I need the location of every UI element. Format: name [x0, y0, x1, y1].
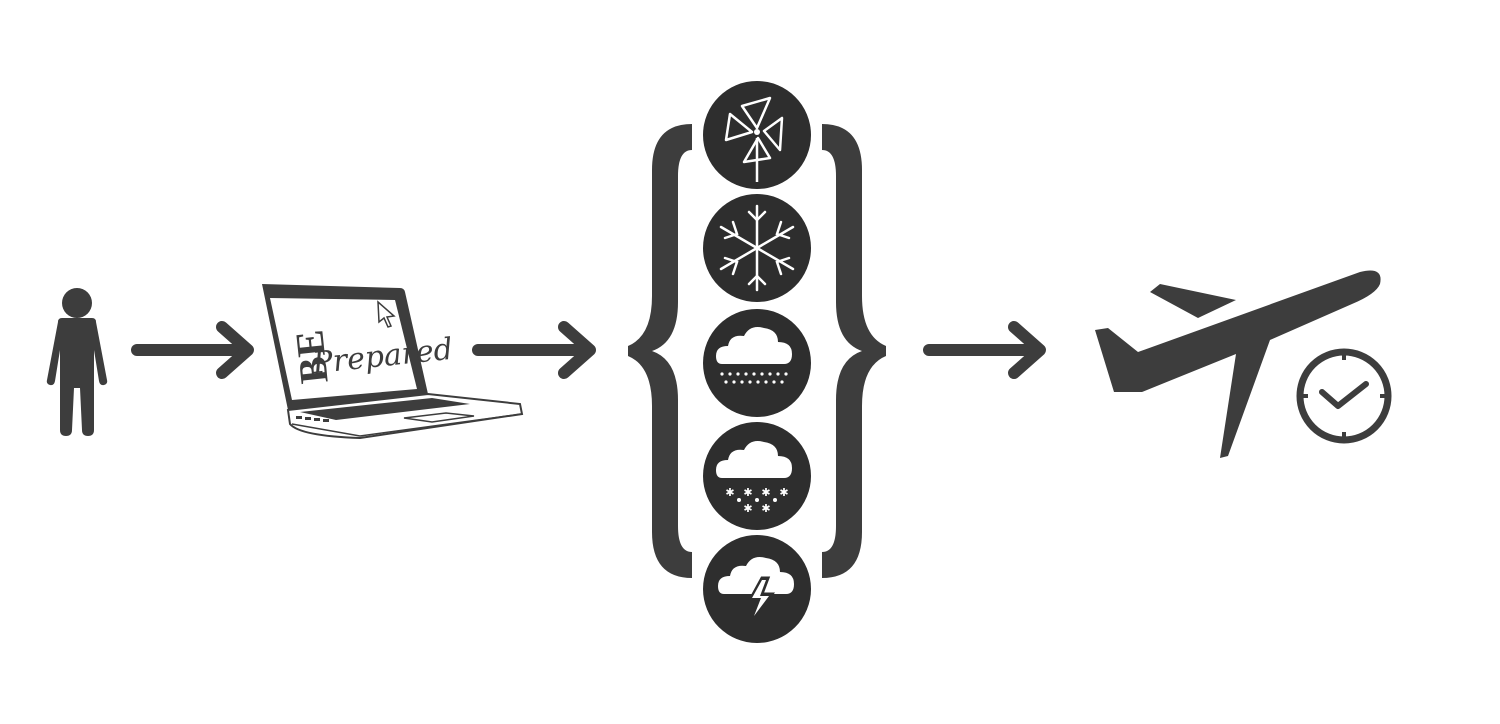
arrow-right-icon — [472, 321, 596, 379]
cloud-rain-icon — [703, 309, 811, 417]
clock-icon — [1296, 348, 1392, 444]
pinwheel-wind-icon — [703, 81, 811, 189]
arrow-right-icon — [923, 321, 1046, 379]
cloud-snow-icon: ✱ ✱ ✱ ✱ ✱ ✱ — [703, 422, 811, 530]
svg-text:✱: ✱ — [761, 486, 770, 499]
svg-text:✱: ✱ — [743, 502, 752, 515]
svg-text:✱: ✱ — [779, 486, 788, 499]
airplane-icon — [1095, 270, 1381, 458]
snowflake-icon — [703, 194, 811, 302]
svg-text:✱: ✱ — [761, 502, 770, 515]
laptop-icon: BE Prepared — [262, 284, 524, 440]
svg-text:✱: ✱ — [743, 486, 752, 499]
svg-text:✱: ✱ — [725, 486, 734, 499]
arrow-right-icon — [131, 321, 254, 379]
person-icon — [46, 288, 108, 436]
logo-be-text: BE — [286, 328, 336, 386]
cursor-icon — [377, 300, 396, 328]
curly-braces-icon — [628, 124, 886, 578]
cloud-thunder-icon — [703, 535, 811, 643]
